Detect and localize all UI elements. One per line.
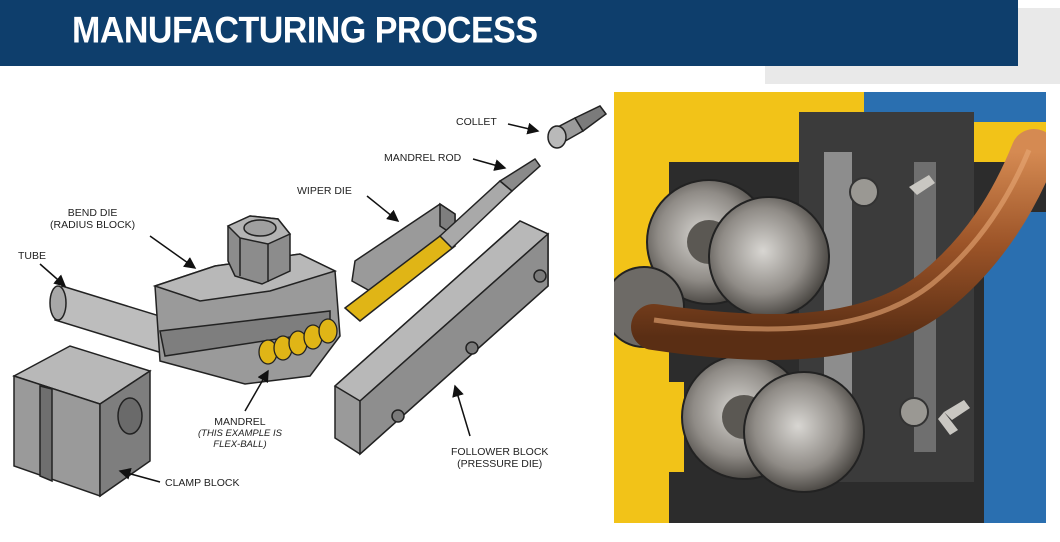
mandrel-note-line1: (THIS EXAMPLE IS	[198, 428, 282, 439]
mandrel-rod-part	[438, 157, 542, 250]
mandrel-label-title: MANDREL	[214, 416, 266, 428]
follower-block-label: FOLLOWER BLOCK (PRESSURE DIE)	[451, 446, 548, 470]
clamp-block-part	[12, 345, 152, 498]
tube-bending-diagram: COLLET MANDREL ROD WIPER DIE BEND DIE (R…	[0, 86, 610, 537]
follower-block-label-line1: FOLLOWER BLOCK	[451, 446, 549, 458]
follower-block-label-line2: (PRESSURE DIE)	[457, 458, 543, 470]
bending-machine-photo	[614, 92, 1046, 523]
follower-block-part	[333, 220, 550, 456]
bend-die-label: BEND DIE (RADIUS BLOCK)	[50, 207, 135, 231]
banner-accent	[1018, 8, 1060, 66]
mandrel-part	[258, 318, 338, 365]
mandrel-label: MANDREL (THIS EXAMPLE IS FLEX-BALL)	[198, 416, 282, 450]
title-banner	[0, 0, 1018, 66]
tube-label: TUBE	[18, 250, 47, 262]
banner-shadow	[765, 66, 1060, 84]
collet-part	[547, 105, 608, 149]
collet-label: COLLET	[456, 116, 497, 128]
page-title: MANUFACTURING PROCESS	[72, 10, 538, 52]
wiper-die-label: WIPER DIE	[297, 185, 352, 197]
clamp-block-label: CLAMP BLOCK	[165, 477, 240, 489]
bend-die-label-line1: BEND DIE	[67, 207, 118, 219]
bend-die-label-line2: (RADIUS BLOCK)	[50, 219, 136, 231]
bend-die-part	[152, 215, 341, 385]
mandrel-note-line2: FLEX-BALL)	[213, 439, 267, 450]
mandrel-rod-label: MANDREL ROD	[384, 152, 462, 164]
